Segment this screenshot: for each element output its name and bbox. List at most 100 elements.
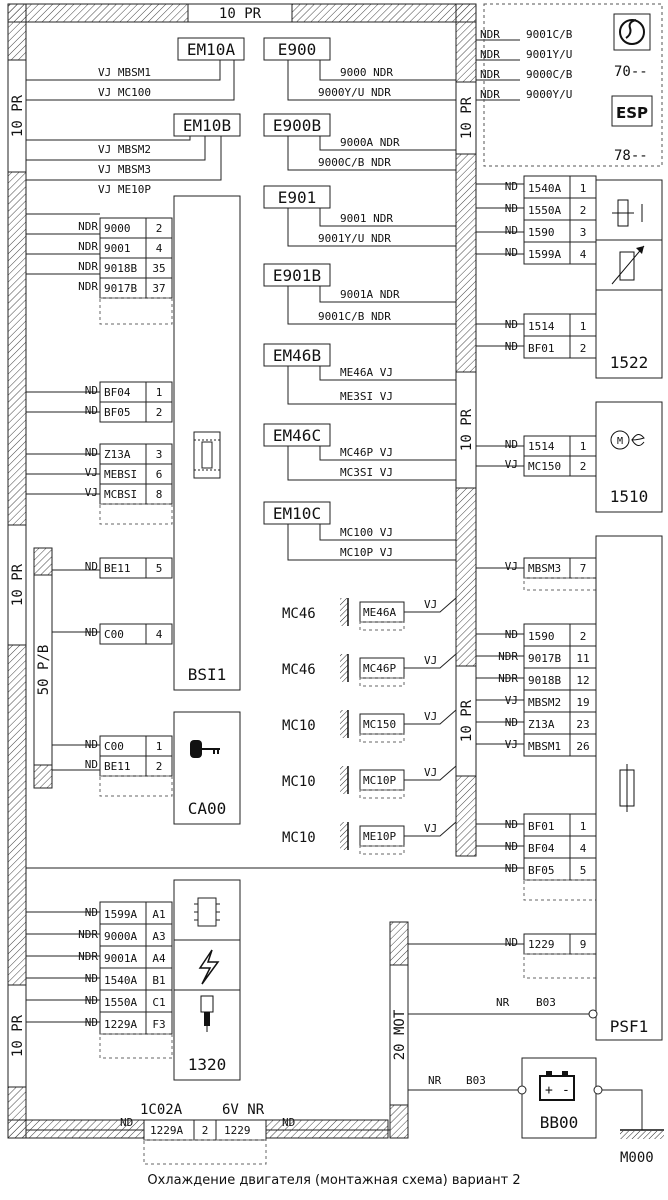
- ground-hatch-3: [340, 710, 348, 738]
- ignition-switch-icon: [190, 740, 220, 758]
- 1320-32v-nr-wire-5: 1550A: [104, 996, 137, 1009]
- e901-label: E901: [278, 188, 317, 207]
- e900-label: E900: [278, 40, 317, 59]
- psf1-28v-gr-pin-1: 2: [580, 630, 587, 643]
- ground-wire-color-1: VJ: [424, 598, 437, 611]
- harness-label-pb: 50 P/B: [36, 645, 52, 696]
- 1320-32v-nr-pin-3: A4: [152, 952, 166, 965]
- ca00-3v-nr-color-2: ND: [85, 758, 98, 771]
- module-psf1: PSF1 NR B03: [496, 535, 663, 1041]
- harness-label-mid-upper: 10 PR: [459, 96, 475, 139]
- psf1-28v-gr-color-4: VJ: [505, 694, 518, 707]
- m000-label: M000: [620, 1150, 654, 1166]
- ground-name-1: MC46: [282, 606, 316, 622]
- bsi-40v-nr-pin-2: 4: [156, 242, 163, 255]
- 1510-2v-nr-pin-1: 1: [580, 440, 587, 453]
- harness-label-top: 10 PR: [219, 6, 262, 22]
- 1320-32v-nr-color-6: ND: [85, 1016, 98, 1029]
- esp-label: ESP: [616, 104, 648, 122]
- 1c02a-left-color: ND: [120, 1116, 133, 1129]
- bsi-10v-ba-color-1: ND: [85, 626, 98, 639]
- bsi-2v-gr-color-2: ND: [85, 404, 98, 417]
- bsi-16v-ve-color-3: VJ: [85, 486, 98, 499]
- 1522-4v-nr-pin-4: 4: [580, 248, 587, 261]
- ground-hatch-5: [340, 822, 348, 850]
- ca00-3v-nr-wire-2: BE11: [104, 760, 131, 773]
- esp-row-1-color: NDR: [480, 28, 500, 41]
- traction-control-icon: [613, 13, 651, 51]
- esp-row-2-wire: 9001Y/U: [526, 48, 572, 61]
- 1510-2v-nr-color-1: ND: [505, 438, 518, 451]
- psf1-8v-nr-color-1: ND: [505, 818, 518, 831]
- fuse-icon: [619, 764, 635, 812]
- em10a-wire-2: VJ MC100: [98, 86, 151, 99]
- psf1-28v-gr-wire-2: 9017B: [528, 652, 561, 665]
- connector-e900b: E900B 9000A NDR 9000C/B NDR: [263, 113, 400, 169]
- battery-icon: + -: [539, 1071, 575, 1101]
- psf1-8v-nr-pin-1: 1: [580, 820, 587, 833]
- 1320-32v-nr-pin-2: A3: [152, 930, 165, 943]
- harness-bars: [7, 3, 477, 1139]
- 1522-4v-nr-wire-4: 1599A: [528, 248, 561, 261]
- esp-row-3-color: NDR: [480, 68, 500, 81]
- psf1-8v-nr-wire-1: BF01: [528, 820, 555, 833]
- esp-icon: ESP: [611, 95, 653, 127]
- harness-label-mid-lower: 10 PR: [459, 699, 475, 742]
- bsi-10v-nr-wire-1: BE11: [104, 562, 131, 575]
- connector-1c02a: 1C02A 6V NR 1229A 2 1229 ND ND: [120, 1102, 295, 1165]
- 1320-32v-nr-wire-2: 9000A: [104, 930, 137, 943]
- connector-em10a: EM10A VJ MBSM1 VJ MC100: [98, 37, 245, 99]
- 1510-label: 1510: [610, 487, 649, 506]
- wires: [26, 39, 643, 1131]
- psf1-b03-wire: B03: [536, 996, 556, 1009]
- ca00-3v-nr-pin-2: 2: [156, 760, 163, 773]
- psf1-28v-nr-color-1: ND: [505, 936, 518, 949]
- variable-resistor-icon: [611, 245, 645, 285]
- bsi1-chip-icon: [193, 431, 221, 479]
- 1c02a-left-wire: 1229A: [150, 1124, 183, 1137]
- bsi-40v-nr-pin-3: 35: [152, 262, 165, 275]
- e900b-label: E900B: [273, 116, 321, 135]
- module-bsi1: BSI1: [173, 195, 241, 691]
- psf1-28v-mr-color-1: VJ: [505, 560, 518, 573]
- ca00-3v-nr-color-1: ND: [85, 738, 98, 751]
- connector-em10b: EM10B VJ MBSM2 VJ MBSM3 VJ ME10P: [98, 113, 241, 196]
- 1c02a-pin: 2: [202, 1124, 209, 1137]
- 1320-label: 1320: [188, 1055, 227, 1074]
- 1522-2v-nr-wire-1: 1514: [528, 320, 555, 333]
- 1c02a-label: 1C02A: [140, 1102, 183, 1118]
- ground-name-2: MC46: [282, 662, 316, 678]
- connector-e901: E901 9001 NDR 9001Y/U NDR: [263, 185, 393, 245]
- bsi-40v-nr-wire-1: 9000: [104, 222, 131, 235]
- ground-name-3: MC10: [282, 718, 316, 734]
- 1522-4v-nr-color-1: ND: [505, 180, 518, 193]
- psf1-8v-nr-wire-3: BF05: [528, 864, 555, 877]
- psf1-28v-gr-color-5: ND: [505, 716, 518, 729]
- bsi-16v-ve-color-1: ND: [85, 446, 98, 459]
- bsi-16v-ve-pin-2: 6: [156, 468, 163, 481]
- ground-name-5: MC10: [282, 830, 316, 846]
- fan-motor-icon: M: [610, 430, 645, 450]
- psf1-28v-gr-wire-5: Z13A: [528, 718, 555, 731]
- em10c-wire-1: MC100 VJ: [340, 526, 393, 539]
- em10b-wire-1: VJ MBSM2: [98, 143, 151, 156]
- ground-wire-color-4: VJ: [424, 766, 437, 779]
- psf1-28v-gr-pin-6: 26: [576, 740, 589, 753]
- bsi-10v-nr-color-1: ND: [85, 560, 98, 573]
- bsi-40v-nr-color-4: NDR: [78, 280, 98, 293]
- 1320-32v-nr-color-3: NDR: [78, 950, 98, 963]
- esp-row-4-wire: 9000Y/U: [526, 88, 572, 101]
- bsi-40v-nr-pin-4: 37: [152, 282, 165, 295]
- psf1-28v-gr-wire-4: MBSM2: [528, 696, 561, 709]
- esp-code-lower: 78--: [614, 148, 648, 164]
- e901b-wire-1: 9001A NDR: [340, 288, 400, 301]
